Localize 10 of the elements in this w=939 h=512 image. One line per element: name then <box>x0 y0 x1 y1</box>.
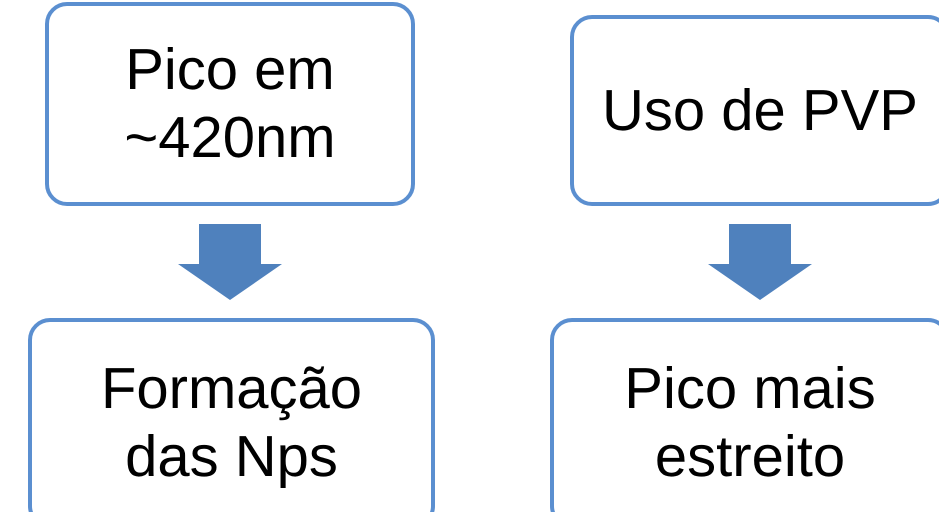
process-box <box>550 318 939 512</box>
process-box <box>45 2 415 206</box>
process-box <box>570 15 939 206</box>
box-text: Pico em ~420nm <box>123 36 337 172</box>
block-arrow <box>708 224 812 300</box>
box-text: Formação das Nps <box>100 355 364 491</box>
block-arrow <box>178 224 282 300</box>
box-text: Pico mais estreito <box>623 355 877 491</box>
box-text: Uso de PVP <box>601 76 919 144</box>
process-box <box>28 318 435 512</box>
